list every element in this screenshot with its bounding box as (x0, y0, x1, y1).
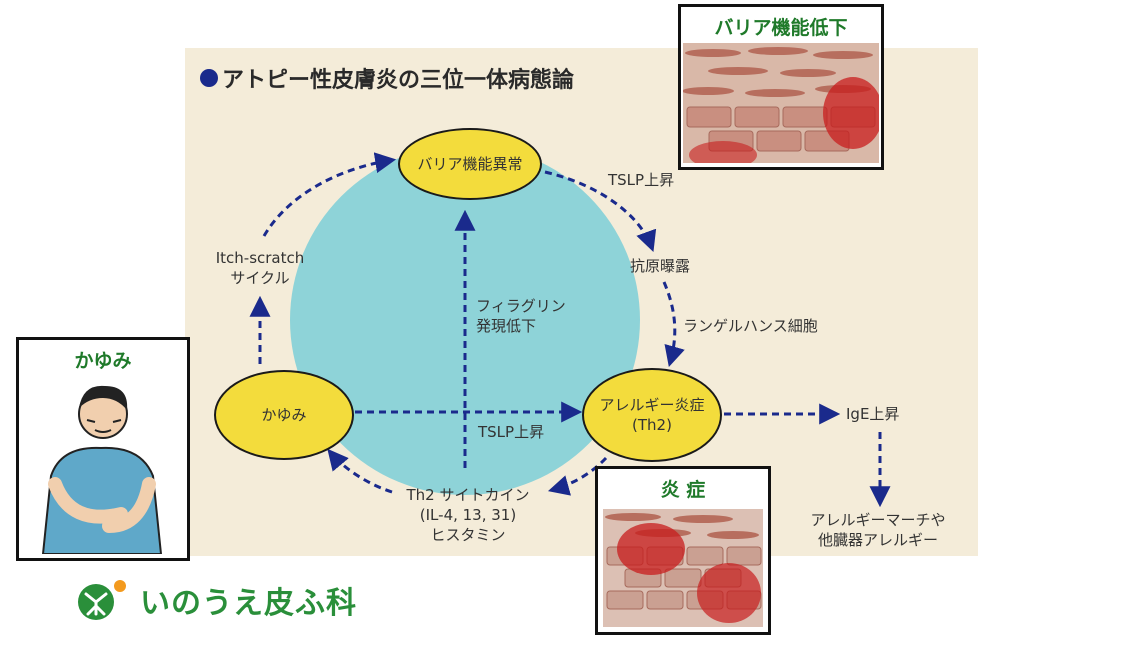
bullet-dot-icon (200, 69, 218, 87)
label-antigen: 抗原曝露 (630, 257, 691, 275)
label-th2: Th2 サイトカイン (IL-4, 13, 31) ヒスタミン (388, 485, 548, 545)
photo-inflammation-caption: 炎 症 (660, 479, 706, 501)
arrow-th2-to-itch (327, 448, 393, 494)
photo-barrier: バリア機能低下 (678, 4, 884, 170)
label-allergy-march: アレルギーマーチや 他臓器アレルギー (794, 510, 962, 550)
label-itch-scratch: Itch-scratch サイクル (198, 248, 322, 288)
logo-mark-icon (78, 580, 126, 620)
label-th2-1: Th2 サイトカイン (406, 486, 530, 504)
node-itch-label: かゆみ (261, 406, 307, 424)
label-th2-2: (IL-4, 13, 31) (419, 506, 517, 524)
node-itch: かゆみ (214, 370, 354, 460)
node-allergy-label: アレルギー炎症 (599, 396, 705, 414)
skin-illustration-barrier (683, 43, 879, 163)
skin-illustration-inflammation (603, 509, 763, 627)
label-filaggrin-2: 発現低下 (476, 317, 537, 335)
label-langerhans: ランゲルハンス細胞 (683, 317, 818, 335)
label-itch-scratch-1: Itch-scratch (215, 249, 305, 267)
diagram-title: アトピー性皮膚炎の三位一体病態論 (200, 62, 574, 94)
logo-text: いのうえ皮ふ科 (140, 586, 357, 621)
label-allergy-march-1: アレルギーマーチや (810, 511, 946, 529)
label-tslp-up: TSLP上昇 (608, 171, 675, 189)
node-allergy-sub: (Th2) (632, 416, 672, 434)
photo-barrier-caption: バリア機能低下 (714, 17, 848, 39)
clinic-logo: いのうえ皮ふ科 (74, 578, 357, 622)
label-ige: IgE上昇 (846, 405, 900, 423)
node-barrier: バリア機能異常 (398, 128, 542, 200)
scratching-person-illustration (21, 376, 185, 554)
arrow-to-barrier (262, 152, 397, 237)
node-barrier-label: バリア機能異常 (417, 155, 523, 173)
arrow-barrier-to-antigen (544, 170, 657, 252)
arrow-allergy-to-th2 (547, 456, 608, 496)
title-text: アトピー性皮膚炎の三位一体病態論 (222, 68, 575, 93)
label-filaggrin-1: フィラグリン (476, 297, 566, 315)
label-filaggrin: フィラグリン 発現低下 (476, 296, 566, 336)
arrow-antigen-to-allergy (662, 281, 685, 368)
label-tslp-center: TSLP上昇 (478, 423, 545, 441)
label-itch-scratch-2: サイクル (230, 269, 290, 287)
photo-itch: かゆみ (16, 337, 190, 561)
label-th2-3: ヒスタミン (430, 526, 506, 544)
node-allergy: アレルギー炎症 (Th2) (582, 368, 722, 462)
photo-itch-caption: かゆみ (74, 350, 132, 372)
label-allergy-march-2: 他臓器アレルギー (817, 531, 938, 549)
photo-inflammation: 炎 症 (595, 466, 771, 635)
